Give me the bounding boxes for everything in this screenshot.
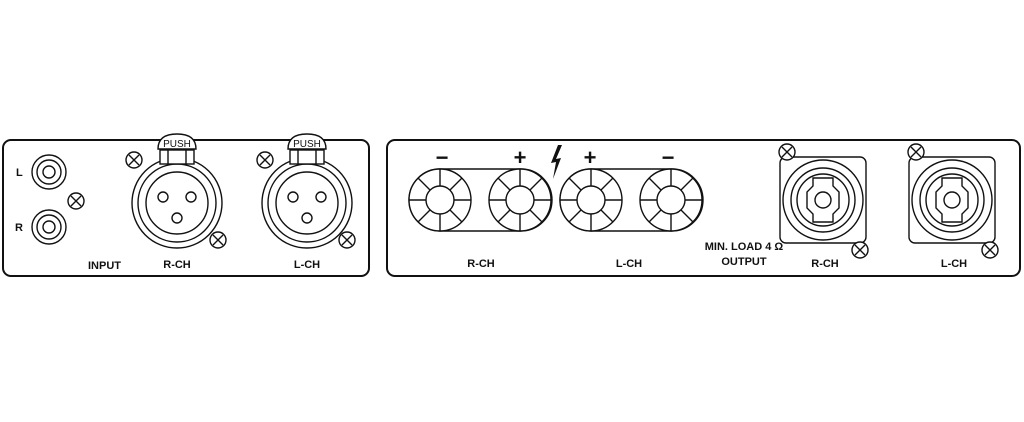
screw-icon [981, 241, 999, 259]
binding-right-label: R-CH [467, 258, 495, 270]
screw-icon [67, 192, 85, 210]
speakon-left-label: L-CH [941, 258, 967, 270]
xlr-connector-icon[interactable] [261, 133, 353, 249]
xlr-connector-icon[interactable] [131, 133, 223, 249]
output-section-label: OUTPUT [721, 256, 767, 268]
rca-left-label: L [16, 167, 23, 179]
screw-icon [125, 151, 143, 169]
screw-icon [778, 143, 796, 161]
binding-left-label: L-CH [616, 258, 642, 270]
min-load-label: MIN. LOAD 4 Ω [705, 241, 784, 253]
speakon-connector-icon[interactable] [779, 156, 867, 244]
rca-jack-icon[interactable] [31, 154, 67, 190]
speakon-right-label: R-CH [811, 258, 839, 270]
xlr-right-push-label: PUSH [163, 139, 191, 150]
xlr-left-push-label: PUSH [293, 139, 321, 150]
left-plus-sign: + [584, 145, 597, 170]
binding-post-icon[interactable] [559, 168, 623, 232]
binding-post-icon[interactable] [488, 168, 552, 232]
screw-icon [338, 231, 356, 249]
right-minus-sign: − [436, 145, 449, 170]
rca-jack-icon[interactable] [31, 209, 67, 245]
binding-post-icon[interactable] [639, 168, 703, 232]
input-section-label: INPUT [88, 260, 121, 272]
rca-right-label: R [15, 222, 23, 234]
screw-icon [851, 241, 869, 259]
speakon-connector-icon[interactable] [908, 156, 996, 244]
screw-icon [907, 143, 925, 161]
right-plus-sign: + [514, 145, 527, 170]
output-panel [386, 139, 1021, 277]
screw-icon [209, 231, 227, 249]
binding-post-icon[interactable] [408, 168, 472, 232]
left-minus-sign: − [662, 145, 675, 170]
xlr-left-channel-label: L-CH [294, 259, 320, 271]
xlr-right-channel-label: R-CH [163, 259, 191, 271]
lightning-warning-icon [551, 145, 562, 179]
screw-icon [256, 151, 274, 169]
